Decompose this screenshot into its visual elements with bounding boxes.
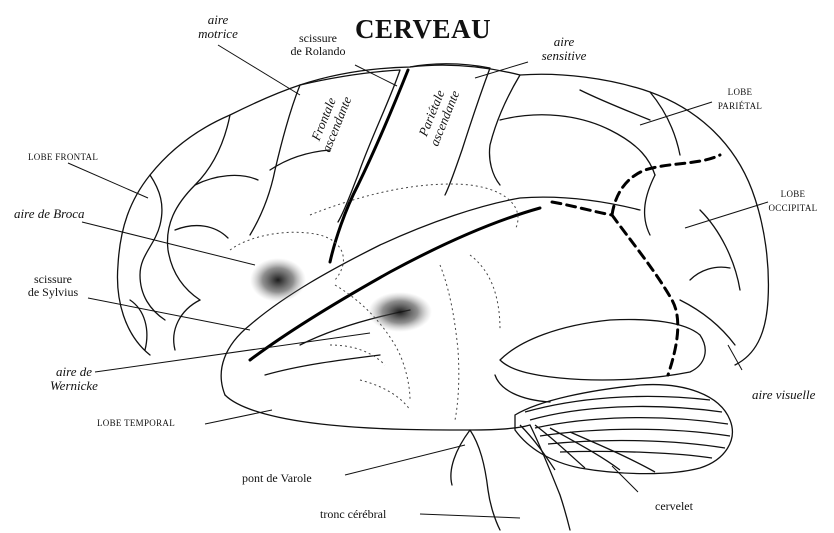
brainstem-outline xyxy=(470,430,500,530)
label-lobe-temporal: LOBE TEMPORAL xyxy=(97,419,175,428)
diagram-title: CERVEAU xyxy=(355,14,491,45)
label-pont-varole: pont de Varole xyxy=(242,472,312,485)
frontal-gyrus xyxy=(250,85,300,235)
label-lobe-frontal: LOBE FRONTAL xyxy=(28,153,98,162)
label-tronc-cerebral: tronc cérébral xyxy=(320,508,386,521)
label-aire-broca: aire de Broca xyxy=(14,207,85,221)
label-aire-visuelle: aire visuelle xyxy=(752,388,815,402)
label-cervelet: cervelet xyxy=(655,500,693,513)
parieto-occipital-dash xyxy=(552,202,612,215)
broca-area xyxy=(250,258,306,302)
wernicke-area xyxy=(368,292,432,332)
cerebellum xyxy=(515,385,732,474)
